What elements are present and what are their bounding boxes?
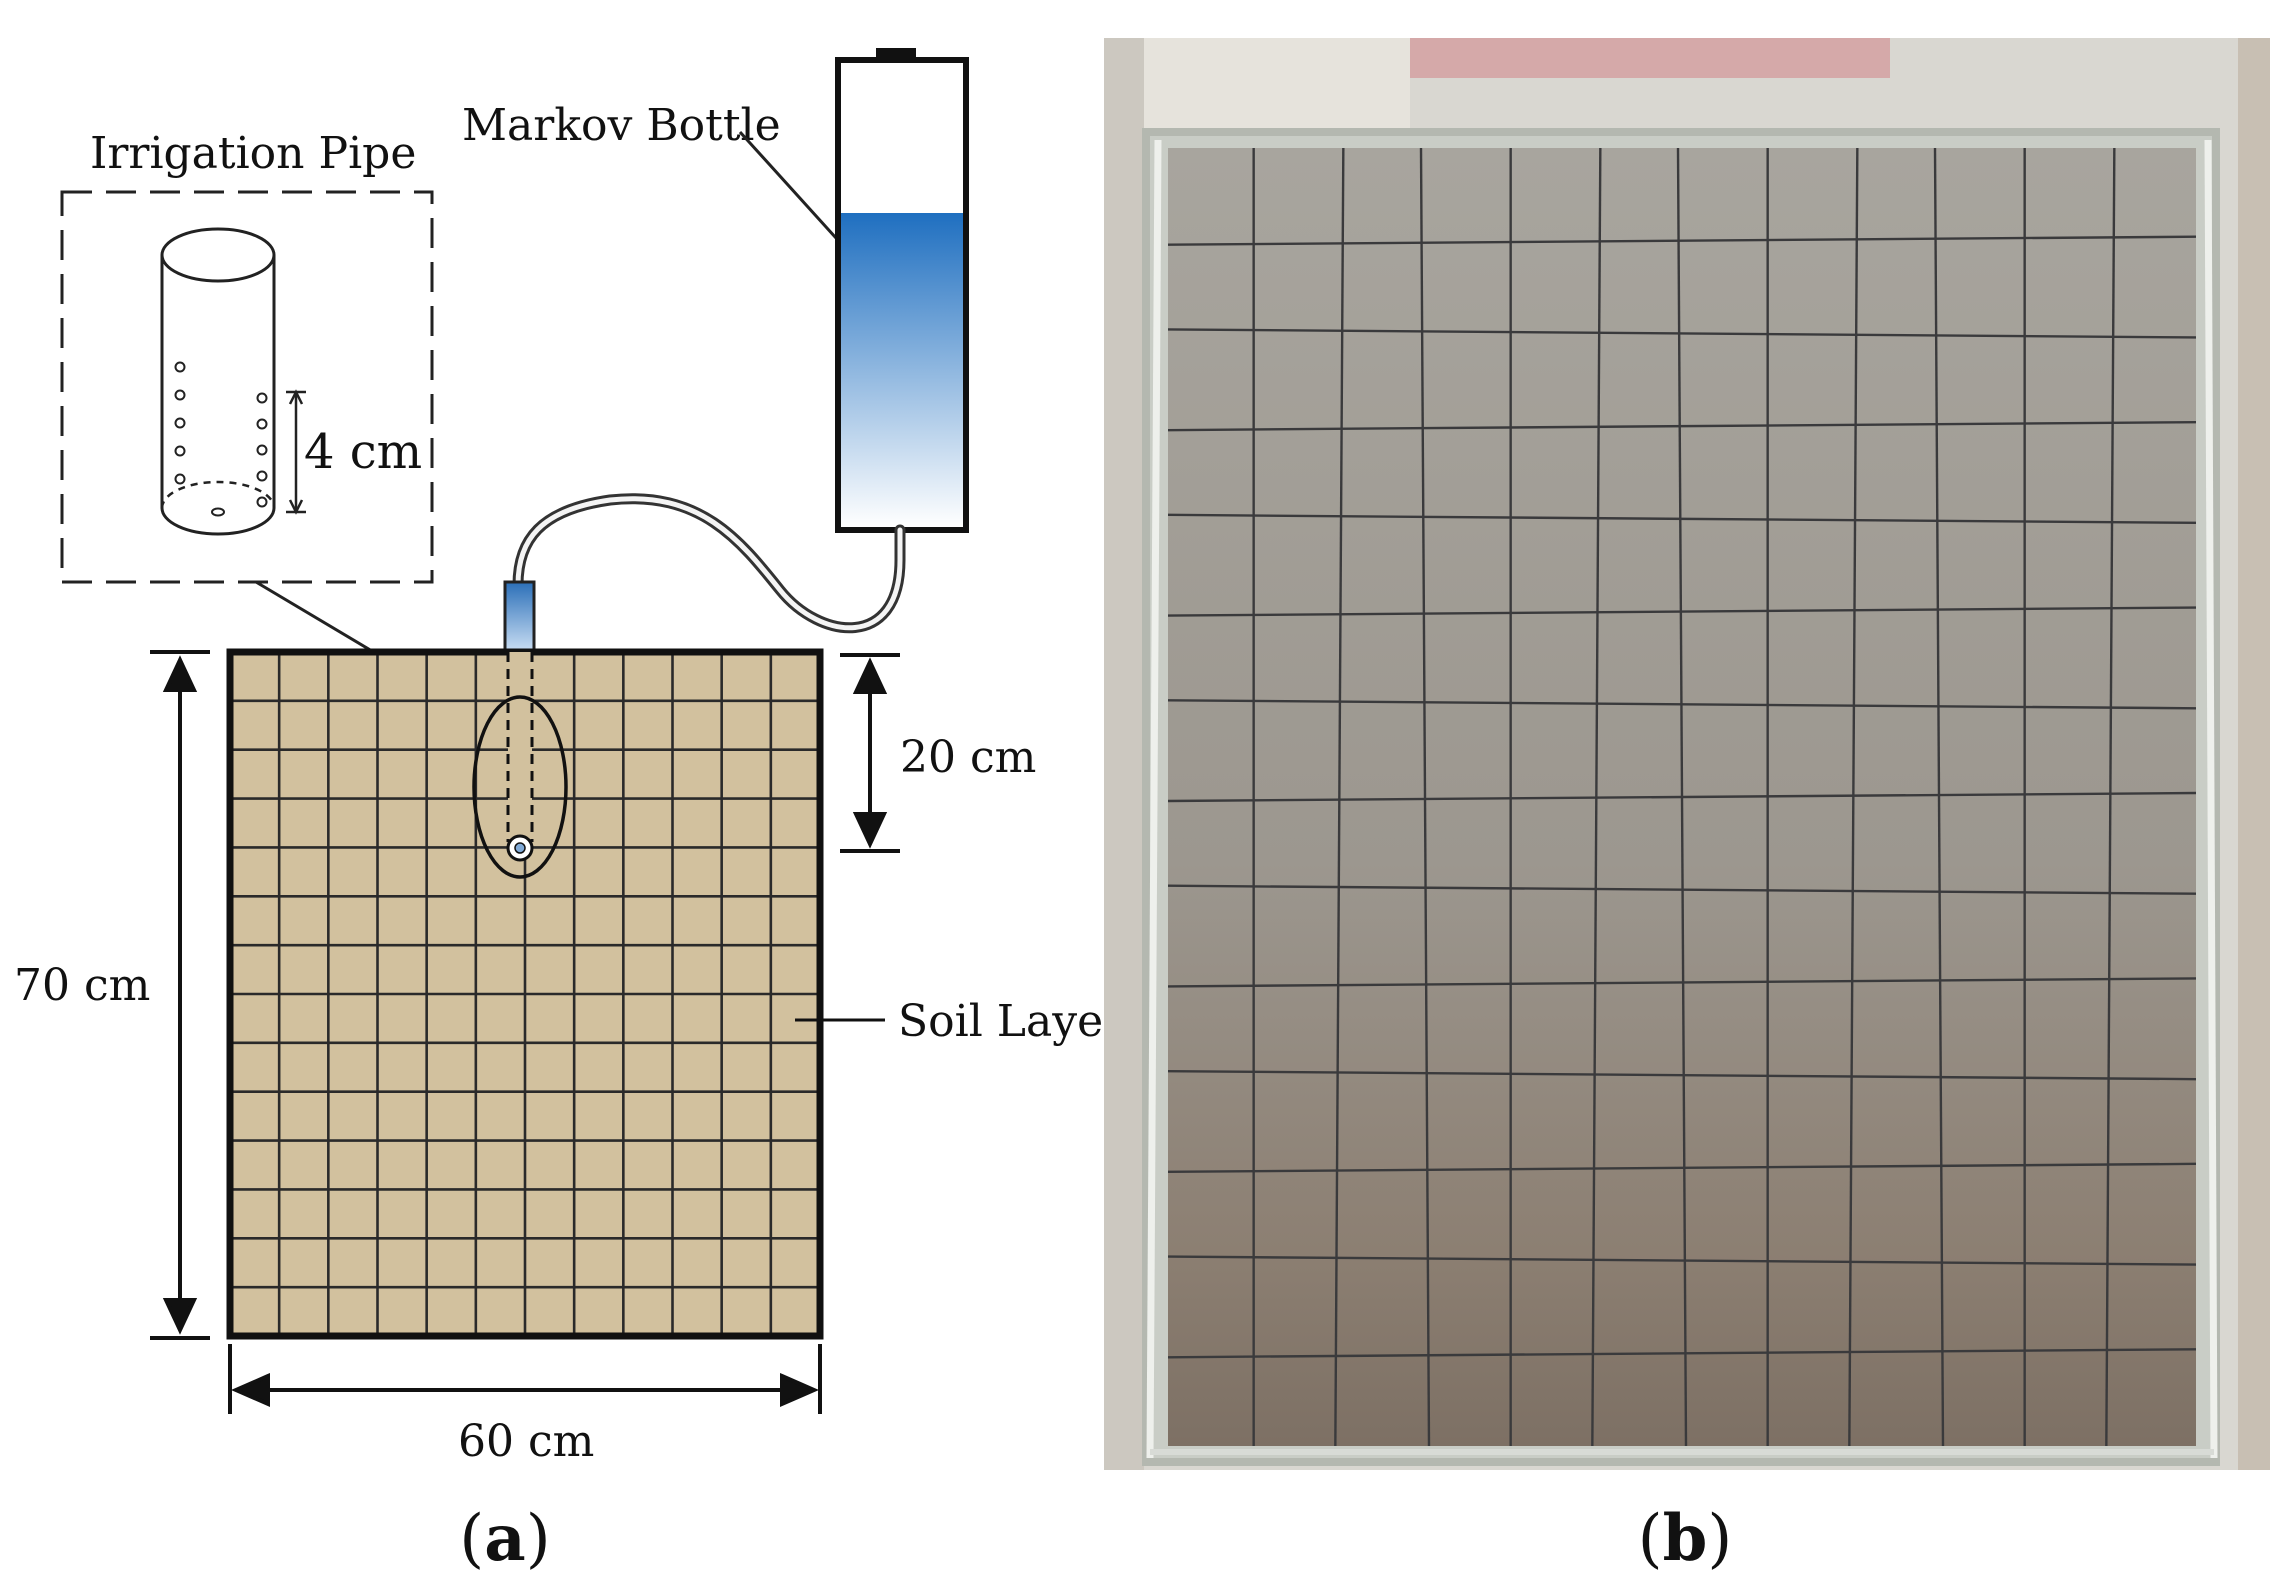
photo-top-wall: [1144, 38, 1410, 138]
hole-spacing-label: 4 cm: [304, 424, 422, 480]
grid-line-vertical: [1419, 147, 1431, 1447]
panel-a-label: (a): [459, 1501, 550, 1576]
irrigation-pipe-label: Irrigation Pipe: [90, 128, 416, 179]
bottle-leader-line: [738, 130, 838, 240]
width-dimension: [228, 1344, 822, 1414]
grid-line-horizontal: [1167, 328, 2197, 339]
photo-top-shelf: [1410, 38, 1890, 78]
grid-line-horizontal: [1167, 513, 2197, 525]
height-label: 70 cm: [14, 960, 150, 1011]
grid-line-horizontal: [1167, 606, 2197, 617]
bottle-water: [841, 213, 963, 527]
grid-line-horizontal: [1167, 977, 2197, 988]
grid-line-horizontal: [1167, 884, 2197, 895]
panel-b-photo: (b): [1104, 38, 2270, 1576]
pipe-holes-right: [256, 392, 268, 508]
depth-label: 20 cm: [900, 732, 1036, 783]
photo-glass-edge-left: [1146, 139, 1162, 1459]
grid-line-horizontal: [1167, 235, 2197, 246]
grid-line-vertical: [1933, 147, 1945, 1447]
hole-spacing-dimension: [286, 389, 306, 515]
photo-grid: [1167, 147, 2197, 1447]
grid-line-vertical: [1848, 147, 1859, 1447]
pipe-cylinder-icon: [160, 227, 276, 536]
photo-glass-edge-right: [2204, 139, 2218, 1459]
grid-line-vertical: [1334, 147, 1345, 1447]
irrigation-pipe-inset-box: [60, 190, 434, 584]
grid-line-horizontal: [1167, 1348, 2197, 1359]
grid-line-horizontal: [1167, 699, 2197, 710]
markov-bottle-label: Markov Bottle: [462, 100, 781, 151]
panel-a-diagram: Irrigation Pipe: [14, 48, 1125, 1576]
soil-layer-label: Soil Layer: [898, 996, 1125, 1047]
depth-dimension: [840, 653, 900, 853]
connecting-tube-icon: [512, 493, 906, 634]
photo-wall-strip-right: [2238, 38, 2270, 1470]
grid-line-vertical: [2105, 147, 2116, 1447]
grid-line-horizontal: [1167, 1255, 2197, 1266]
grid-line-horizontal: [1167, 420, 2197, 432]
panel-b-label: (b): [1638, 1501, 1733, 1576]
grid-line-horizontal: [1167, 1162, 2197, 1174]
grid-line-horizontal: [1167, 791, 2197, 803]
grid-line-horizontal: [1167, 1069, 2197, 1081]
height-dimension: [150, 650, 210, 1340]
pipe-inlet-icon: [503, 580, 536, 652]
photo-wall-strip-left: [1104, 38, 1144, 1470]
width-label: 60 cm: [458, 1416, 594, 1467]
buried-pipe-icon: [472, 652, 568, 879]
pipe-holes-left: [174, 361, 186, 485]
markov-bottle-icon: [835, 48, 969, 533]
